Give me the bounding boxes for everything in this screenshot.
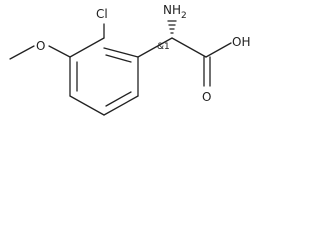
c-o-methoxy-bond bbox=[48, 45, 71, 58]
chiral-carboxyl-bond bbox=[171, 37, 207, 58]
carboxyl-oh-bond bbox=[205, 42, 232, 58]
carbonyl-oxygen-label: O bbox=[202, 90, 211, 104]
stereo-descriptor: &1 bbox=[157, 42, 170, 52]
ring-bond-4 bbox=[69, 95, 105, 116]
amine-subscript: 2 bbox=[181, 11, 187, 21]
o-ch3-bond bbox=[9, 45, 35, 60]
chlorine-atom-label: Cl bbox=[96, 7, 108, 21]
ring-bond-6 bbox=[69, 37, 105, 58]
amine-nh: NH bbox=[163, 3, 181, 17]
amine-label: NH2 bbox=[163, 3, 187, 21]
aromatic-inner-2 bbox=[105, 91, 132, 107]
ring-chiral-bond bbox=[137, 37, 173, 58]
ring-bond-1 bbox=[103, 47, 139, 58]
methoxy-oxygen-label: O bbox=[36, 39, 45, 53]
bonds bbox=[9, 23, 232, 116]
chemical-structure: Cl O NH2 &1 OH O bbox=[9, 3, 250, 116]
ring-bond-3 bbox=[103, 95, 139, 116]
hydroxyl-label: OH bbox=[232, 35, 250, 49]
hashed-wedge-bond bbox=[167, 20, 177, 34]
aromatic-inner-1 bbox=[105, 54, 132, 63]
